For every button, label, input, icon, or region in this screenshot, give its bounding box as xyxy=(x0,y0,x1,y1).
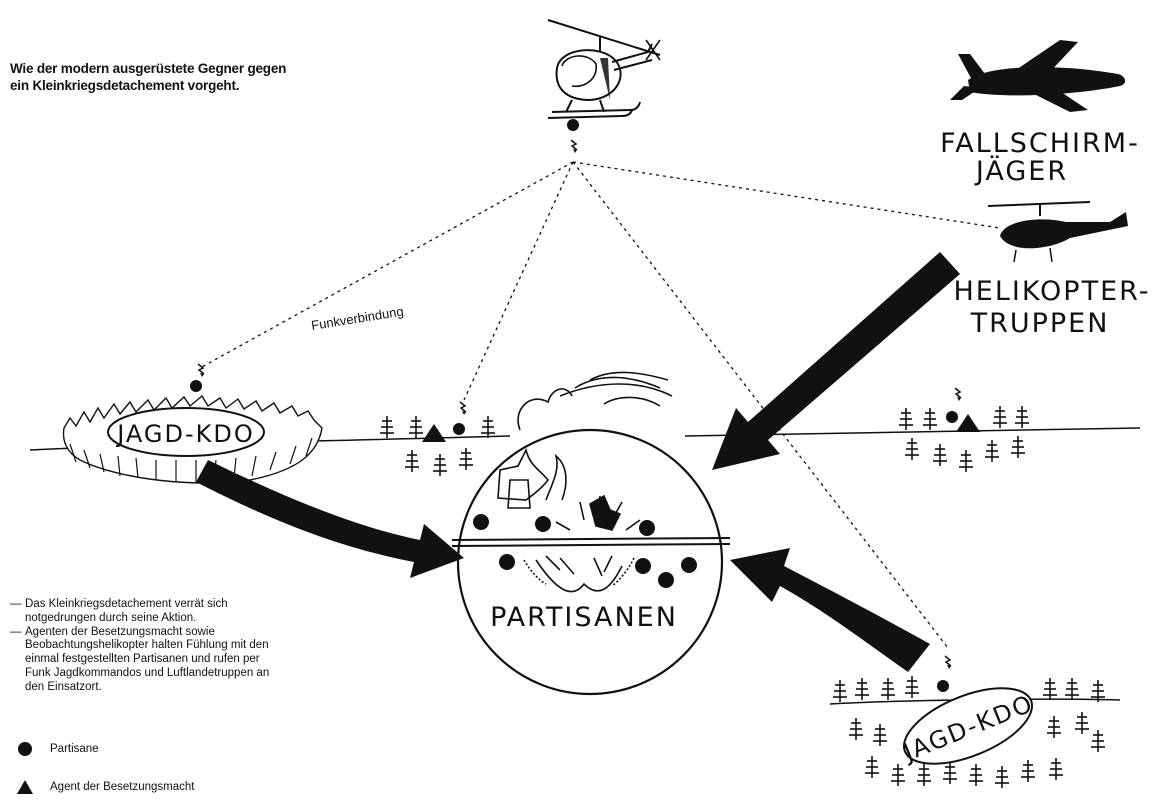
jagd-kdo-right-ellipse xyxy=(902,687,1034,765)
observer-partisan-dot-icon xyxy=(567,119,579,131)
explosion-scene xyxy=(497,371,673,593)
jagd-right-partisan-dot-icon xyxy=(937,680,949,692)
note-2-text: Agenten der Besetzungsmacht sowie Beobac… xyxy=(25,625,270,693)
jagd-right-signal-icon xyxy=(944,655,952,670)
partisanen-label: PARTISANEN xyxy=(490,602,678,633)
jagd-left-attack-arrow-icon xyxy=(196,460,464,578)
arrows xyxy=(196,252,960,672)
right-agent-signal-icon xyxy=(954,387,962,402)
funkverbindung-label: Funkverbindung xyxy=(310,304,404,333)
right-forest xyxy=(898,405,1030,473)
note-1: — Das Kleinkriegsdetachement verrät sich… xyxy=(8,598,278,626)
left-forest xyxy=(379,415,496,477)
right-agent-triangle-icon xyxy=(956,414,980,432)
jagd-right-attack-arrow-icon xyxy=(730,548,930,672)
right-agent-dot-icon xyxy=(946,411,958,423)
radio-signal-icon xyxy=(570,139,578,154)
legend-partisane: Partisane xyxy=(18,742,99,756)
legend-partisane-label: Partisane xyxy=(50,743,99,755)
fallschirm-label-1: FALLSCHIRM- xyxy=(940,128,1140,159)
page-title: Wie der modern ausgerüstete Gegner gegen… xyxy=(10,60,430,94)
heli-attack-arrow-icon xyxy=(712,252,960,470)
left-agent-triangle-icon xyxy=(422,424,446,442)
note-2: — Agenten der Besetzungsmacht sowie Beob… xyxy=(8,626,278,695)
partisan-zone-circle xyxy=(456,428,724,696)
note-2-dash: — xyxy=(10,625,22,638)
observation-helicopter-icon xyxy=(547,19,661,119)
agent-triangle-wrap xyxy=(17,780,33,794)
partisan-dot-icon xyxy=(18,742,32,756)
jagd-kdo-left-zone xyxy=(62,394,323,484)
note-1-dash: — xyxy=(10,598,22,610)
jagd-kdo-left-label: JAGD-KDO xyxy=(115,420,255,448)
radio-links xyxy=(199,161,1001,649)
left-agent-dot-icon xyxy=(453,423,465,435)
title-line-2: ein Kleinkriegsdetachement vorgeht. xyxy=(10,78,240,93)
fallschirm-label-2: JÄGER xyxy=(974,155,1068,187)
title-line-1: Wie der modern ausgerüstete Gegner gegen xyxy=(10,61,287,76)
notes-block: — Das Kleinkriegsdetachement verrät sich… xyxy=(8,598,278,695)
left-agent-signal-icon xyxy=(459,401,467,416)
partisan-group xyxy=(473,514,697,588)
airplane-icon xyxy=(950,40,1126,112)
heli-label-2: TRUPPEN xyxy=(970,308,1110,339)
troop-helicopter-icon xyxy=(987,201,1128,263)
heli-label-1: HELIKOPTER- xyxy=(953,276,1150,307)
jagd-left-partisan-dot-icon xyxy=(190,380,202,392)
legend-agent: Agent der Besetzungsmacht xyxy=(17,780,195,794)
legend-agent-label: Agent der Besetzungsmacht xyxy=(50,781,195,793)
agent-triangle-icon xyxy=(17,780,33,794)
note-1-text: Das Kleinkriegsdetachement verrät sich n… xyxy=(25,598,228,624)
